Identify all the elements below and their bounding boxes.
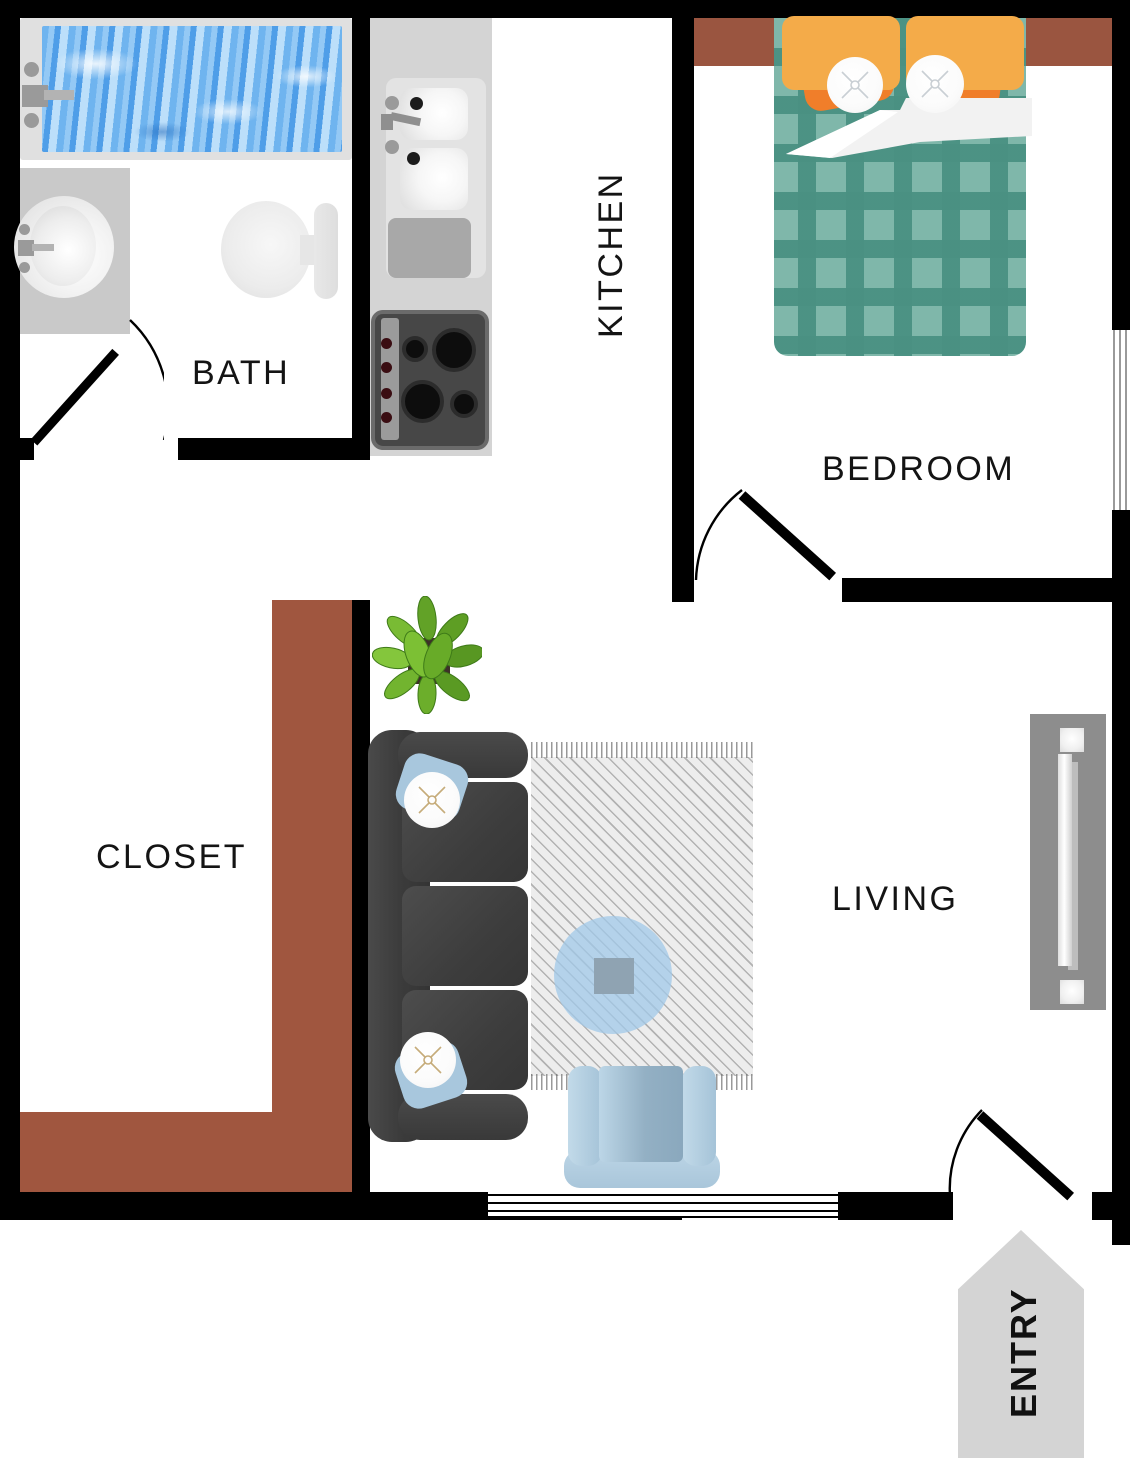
entry-label: ENTRY xyxy=(1003,1287,1044,1418)
kitchen-sink-bowl-top xyxy=(400,88,468,140)
bathtub-knob-bottom xyxy=(24,113,39,128)
slider-track-3 xyxy=(488,1210,838,1212)
wall-kitchen-bedroom xyxy=(672,0,694,600)
cooktop-dial-1[interactable] xyxy=(381,338,392,349)
bath-sink-knob-bottom xyxy=(19,262,30,273)
bed-cushion-right-stitch xyxy=(921,70,949,98)
bathtub-water xyxy=(42,26,342,152)
bedroom-window-line-2 xyxy=(1119,330,1121,510)
entry-door-arc xyxy=(948,1109,983,1197)
cooktop-dial-3[interactable] xyxy=(381,388,392,399)
cooktop-burner-small-tl xyxy=(402,336,428,362)
wall-exterior-right-lower xyxy=(1112,505,1130,1245)
tv-screen xyxy=(1058,754,1072,966)
bed-sheet xyxy=(786,98,1032,158)
room-label-kitchen: KITCHEN xyxy=(592,171,630,338)
sofa-cushion-bottom xyxy=(400,1032,456,1088)
slider-track-4 xyxy=(488,1216,838,1218)
sofa-cushion-top xyxy=(404,772,460,828)
bath-sink-knob-top xyxy=(19,224,30,235)
area-rug-body xyxy=(531,757,753,1076)
armchair-arm-right xyxy=(682,1066,716,1166)
wall-exterior-top xyxy=(0,0,1130,18)
bed-cushion-left xyxy=(827,57,883,113)
toilet-bowl xyxy=(221,201,311,298)
room-label-bedroom: BEDROOM xyxy=(822,450,1016,488)
cooktop-burner-small-br xyxy=(450,390,478,418)
wall-closet-living xyxy=(352,600,370,1200)
closet-shelving-vertical xyxy=(272,600,352,1192)
sofa-cushion-top-stitch xyxy=(418,786,446,814)
tv-screen-shadow xyxy=(1068,762,1078,970)
slider-track-1 xyxy=(488,1194,838,1196)
room-label-closet: CLOSET xyxy=(96,838,248,876)
closet-shelving-horizontal xyxy=(20,1112,280,1192)
bedroom-window-line-1 xyxy=(1113,330,1115,510)
wall-bedroom-door-jamb xyxy=(672,578,694,602)
wall-exterior-right xyxy=(1112,0,1130,340)
bath-sink-faucet xyxy=(18,240,34,256)
kitchen-faucet-knob-bottom xyxy=(385,140,399,154)
kitchen-drainboard xyxy=(388,218,471,278)
armchair-seat xyxy=(599,1066,683,1162)
potted-plant xyxy=(372,596,482,714)
wall-bath-bottom xyxy=(178,438,370,460)
wall-bedroom-bottom xyxy=(842,578,1130,602)
kitchen-faucet-knob-top xyxy=(385,96,399,110)
bed-cushion-right xyxy=(906,55,964,113)
bath-door-arc xyxy=(129,319,164,440)
nightstand-right xyxy=(1020,18,1112,66)
slider-track-2 xyxy=(488,1202,838,1204)
bed-cushion-left-stitch xyxy=(841,71,869,99)
wall-exterior-left xyxy=(0,0,20,1220)
area-rug-fringe-top xyxy=(531,742,753,758)
sofa-seat-middle xyxy=(402,886,528,986)
toilet-tank xyxy=(314,203,338,299)
cooktop-burner-large-tr xyxy=(432,328,476,372)
sliding-glass-door[interactable] xyxy=(488,1192,838,1218)
bathtub-spout xyxy=(44,90,74,100)
wall-exterior-bottom-left xyxy=(0,1192,492,1220)
nightstand-left xyxy=(694,18,780,66)
wall-bath-kitchen xyxy=(352,0,370,456)
armchair-arm-left xyxy=(568,1066,602,1166)
kitchen-faucet xyxy=(381,114,393,130)
room-label-bath: BATH xyxy=(192,354,291,392)
room-label-living: LIVING xyxy=(832,880,959,918)
coffee-table-inset xyxy=(594,958,634,994)
cooktop-dial-2[interactable] xyxy=(381,362,392,373)
wall-entry-jamb xyxy=(1092,1192,1130,1220)
bedroom-door-arc xyxy=(694,489,743,581)
wall-exterior-bottom-living-right xyxy=(838,1192,953,1220)
bath-sink-spout xyxy=(32,244,54,251)
bedroom-window-line-3 xyxy=(1125,330,1127,510)
cooktop-burner-large-bl xyxy=(401,380,444,423)
bathtub-knob-top xyxy=(24,62,39,77)
cooktop-dial-4[interactable] xyxy=(381,412,392,423)
console-speaker-bottom xyxy=(1060,980,1084,1004)
sofa-cushion-bottom-stitch xyxy=(414,1046,442,1074)
bathtub-faucet xyxy=(22,85,48,107)
kitchen-drain-bottom xyxy=(407,152,420,165)
kitchen-drain-top xyxy=(410,97,423,110)
console-speaker-top xyxy=(1060,728,1084,752)
wall-bath-bottom-stub xyxy=(0,438,34,460)
